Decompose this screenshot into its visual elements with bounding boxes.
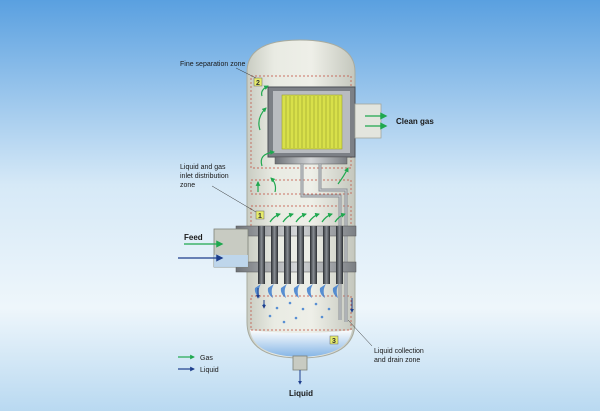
housing-base-plate (274, 156, 348, 165)
clean-gas-label: Clean gas (396, 117, 434, 126)
zone-badge-2: 2 (253, 77, 263, 87)
fine-separation-zone-label: Fine separation zone (180, 61, 245, 68)
zone-1-number: 1 (258, 213, 262, 220)
liquid-spray (254, 284, 339, 324)
liquid-flow-arrows (256, 288, 354, 385)
gas-arrow (308, 212, 320, 223)
gas-arrow (258, 107, 267, 131)
zone-badge-3: 3 (329, 335, 339, 345)
coalescer-element (281, 94, 343, 150)
collection-zone-label-line1: Liquid collection (374, 348, 424, 355)
zone-3-number: 3 (332, 338, 336, 345)
gas-arrow (282, 212, 294, 223)
gas-arrow (260, 150, 275, 167)
gas-arrow (261, 85, 269, 97)
gas-arrow (269, 212, 281, 223)
gas-arrow (270, 177, 277, 193)
collection-zone-label-line2: and drain zone (374, 357, 420, 364)
gas-arrow (321, 212, 333, 223)
gas-flow-arrows (255, 85, 349, 223)
coalescer-pleats (285, 96, 339, 148)
gas-arrow (295, 212, 307, 223)
legend-liquid-label: Liquid (200, 367, 219, 374)
zone-badge-1: 1 (255, 210, 265, 220)
legend: Gas Liquid (178, 354, 219, 374)
zone-2-number: 2 (256, 80, 260, 87)
feed-label: Feed (184, 233, 203, 242)
callout-leaders (211, 67, 373, 347)
gas-arrow (334, 212, 346, 223)
clean-gas-nozzle (354, 103, 382, 139)
gas-arrow (337, 167, 349, 185)
inlet-zone-label-line3: zone (180, 182, 195, 189)
inlet-zone-label-line1: Liquid and gas (180, 164, 226, 171)
legend-gas-label: Gas (200, 355, 213, 362)
inlet-tubes (258, 226, 343, 284)
feed-liquid-level (214, 255, 248, 267)
zone-3-boundary (250, 295, 352, 331)
liquid-outlet-nozzle (292, 355, 308, 371)
liquid-outlet-label: Liquid (289, 389, 313, 398)
clean-gas-out-arrows (365, 112, 388, 130)
inlet-zone-label-line2: inlet distribution (180, 173, 229, 180)
liquid-pool (250, 330, 352, 357)
